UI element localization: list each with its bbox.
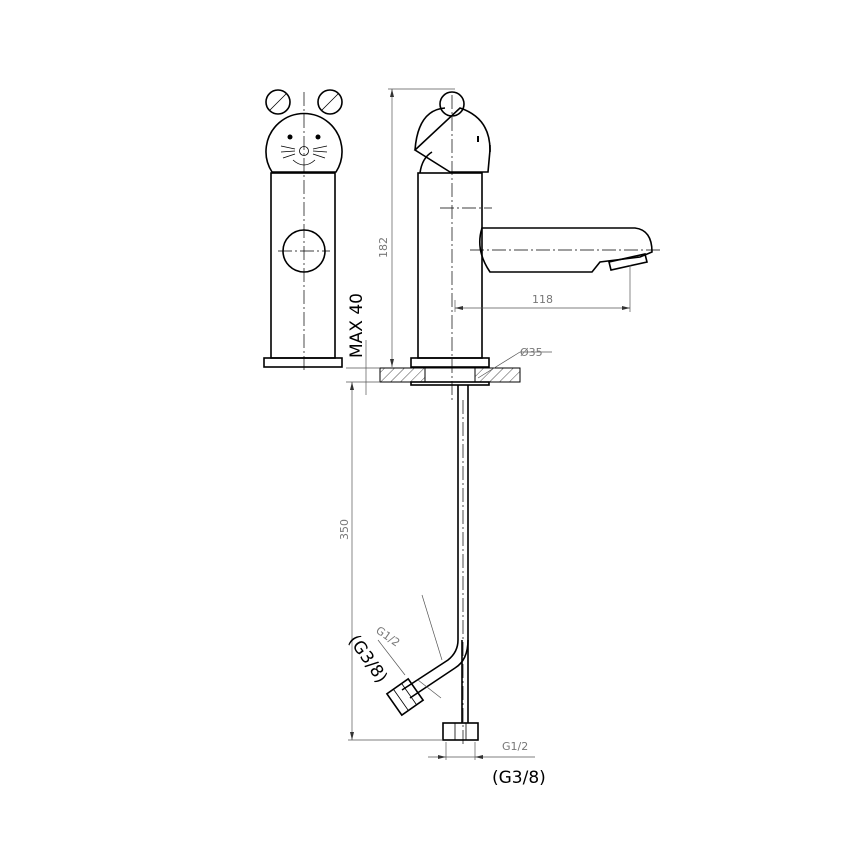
- faucet-body-side: [417, 172, 483, 359]
- mouse-head: [265, 112, 343, 173]
- dim-thread-angled: G1/2: [373, 624, 402, 650]
- dim-pipe-length: 350: [338, 519, 351, 540]
- angled-pipe: [401, 385, 459, 691]
- dim-max-deck: MAX 40: [347, 293, 367, 358]
- bottom-nut: [442, 722, 479, 741]
- aerator: [608, 253, 648, 271]
- dim-thread-bottom: G1/2: [502, 740, 528, 753]
- dim-spout-reach: 118: [532, 293, 553, 306]
- base-front: [263, 357, 343, 368]
- neck-curve: [419, 151, 433, 174]
- dim-diameter: Ø35: [520, 346, 543, 359]
- dim-thread-bottom-alt: (G3/8): [492, 768, 546, 788]
- mouse-head-side: [413, 107, 491, 173]
- faucet-body-front: [270, 172, 336, 359]
- mouse-whiskers: [280, 145, 328, 159]
- front-view: [263, 89, 343, 370]
- dimensions: 182 118 Ø35 MAX 40 350 G1/2 (G3/8) G1/2 …: [338, 88, 631, 788]
- mouse-ear-left: [265, 89, 291, 115]
- mouse-eye: [287, 134, 293, 140]
- mouse-eye: [315, 134, 321, 140]
- base-side: [410, 357, 490, 368]
- angled-nut: [385, 677, 425, 717]
- side-view: [379, 91, 660, 745]
- straight-pipe: [461, 640, 469, 723]
- mouse-ear-right: [317, 89, 343, 115]
- dim-height: 182: [377, 237, 390, 258]
- washer: [410, 381, 490, 386]
